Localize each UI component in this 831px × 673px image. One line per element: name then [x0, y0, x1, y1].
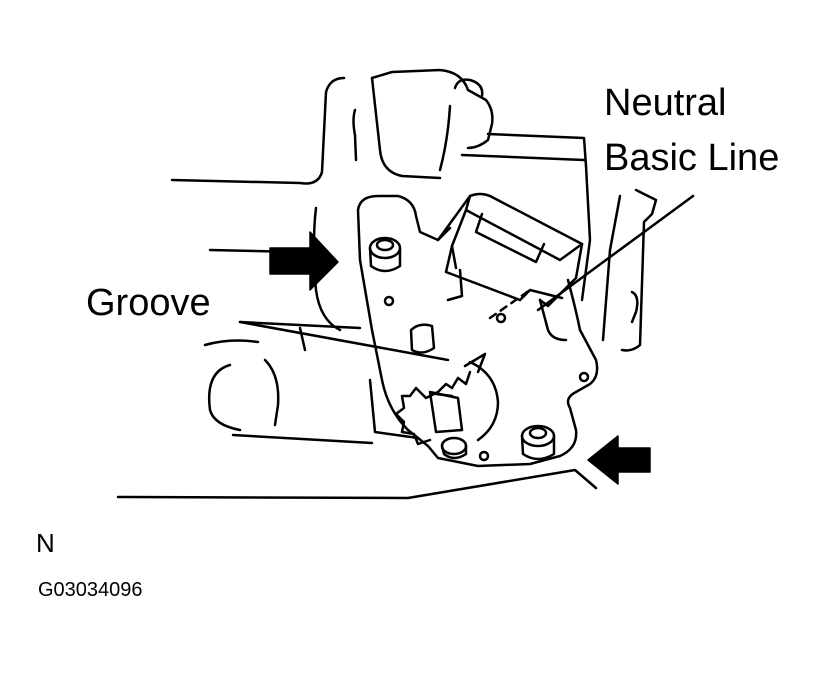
- lower-bolt: [520, 424, 556, 461]
- transmission-case-outline: [116, 76, 598, 500]
- arrow-right-icon: [269, 231, 339, 291]
- locating-pin: [409, 323, 436, 354]
- upper-bolt: [368, 236, 402, 273]
- neutral-basic-line-label-line-1: Neutral: [604, 82, 727, 124]
- arrow-left-icon: [587, 435, 651, 485]
- figure-code: G03034096: [38, 579, 143, 601]
- groove-label: Groove: [86, 282, 211, 324]
- neutral-basic-line-leader: [488, 194, 695, 320]
- upper-housing: [370, 68, 592, 302]
- groove-leader: [238, 320, 487, 374]
- switch-plate: [356, 194, 599, 468]
- position-label: N: [36, 528, 55, 558]
- right-bracket: [601, 188, 658, 352]
- neutral-basic-line-label-line-2: Basic Line: [604, 137, 780, 179]
- shaft-gear-segment: [394, 360, 500, 460]
- electrical-connector: [436, 192, 584, 342]
